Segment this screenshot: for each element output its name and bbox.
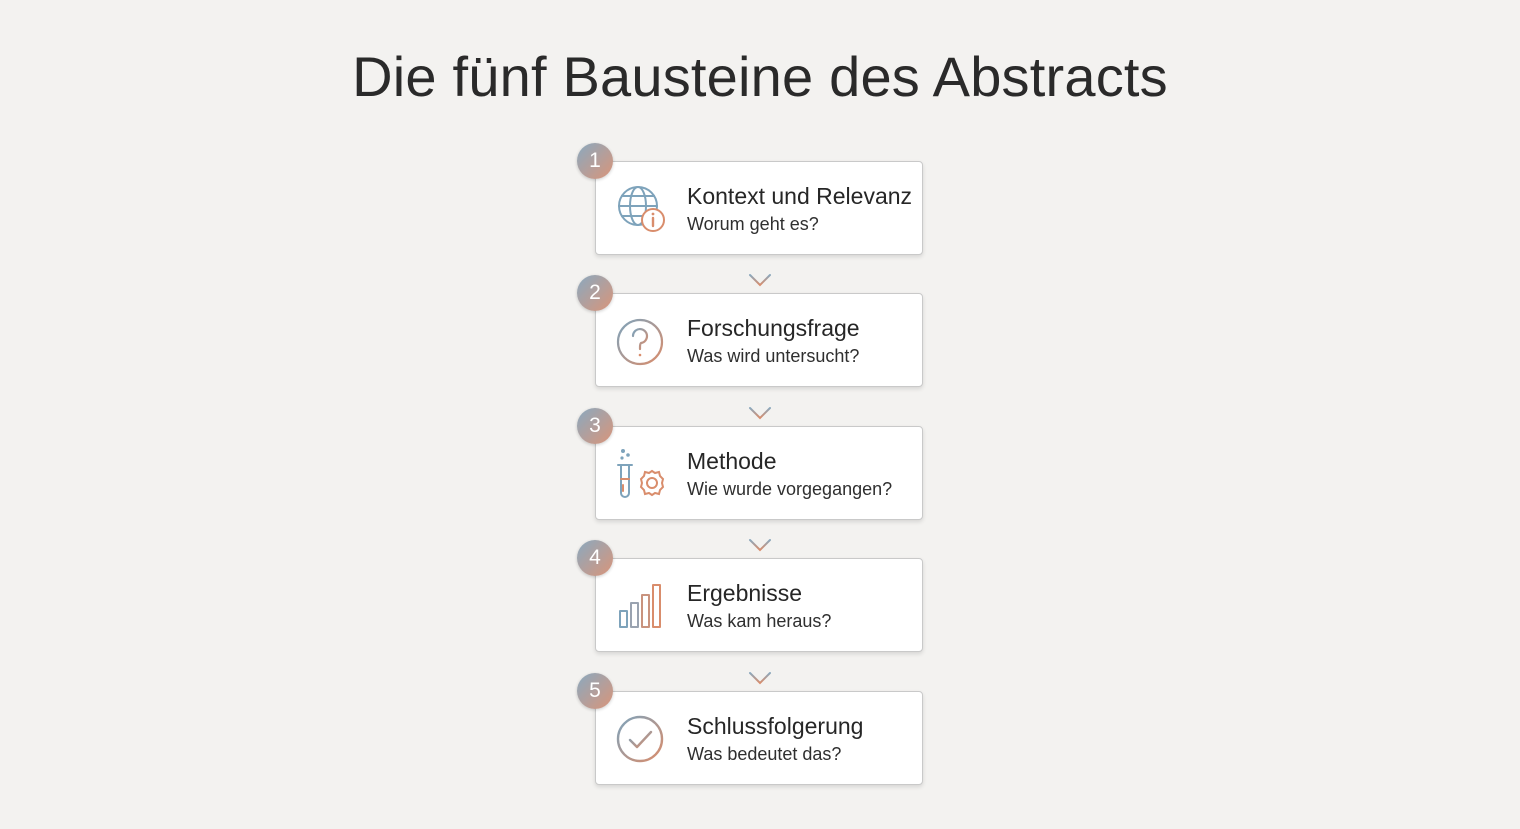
step-card-results: 4 Ergebnisse Was kam heraus? <box>577 540 923 652</box>
step-card-method: 3 Methode Wie wurde vorgegangen? <box>577 408 923 520</box>
step-number-badge: 2 <box>577 275 613 311</box>
test-tube-gear-icon <box>614 447 670 503</box>
step-title: Methode <box>687 448 777 474</box>
down-arrow-icon <box>744 257 776 289</box>
down-arrow-icon <box>744 390 776 422</box>
step-number-badge: 1 <box>577 143 613 179</box>
bar-chart-icon <box>614 579 670 635</box>
step-number-badge: 4 <box>577 540 613 576</box>
step-subtitle: Worum geht es? <box>687 214 819 234</box>
question-icon <box>614 314 670 370</box>
step-card-research-question: 2 Forschungsfrage Was wird untersucht? <box>577 275 923 387</box>
down-arrow-icon <box>744 655 776 687</box>
step-number-badge: 5 <box>577 673 613 709</box>
step-number-badge: 3 <box>577 408 613 444</box>
step-title: Kontext und Relevanz <box>687 183 913 209</box>
step-subtitle: Was kam heraus? <box>687 611 832 631</box>
step-subtitle: Wie wurde vorgegangen? <box>687 479 893 499</box>
step-title: Schlussfolgerung <box>687 713 864 739</box>
checkmark-circle-icon <box>614 712 670 768</box>
step-subtitle: Was wird untersucht? <box>687 346 860 366</box>
step-card-context: 1 Kontext und Relevanz Worum geht es? <box>577 143 923 255</box>
down-arrow-icon <box>744 522 776 554</box>
step-card-conclusion: 5 Schlussfolgerung Was bedeutet das? <box>577 673 923 785</box>
step-title: Forschungsfrage <box>687 315 860 341</box>
globe-info-icon <box>614 182 670 238</box>
page-title: Die fünf Bausteine des Abstracts <box>352 45 1168 108</box>
step-subtitle: Was bedeutet das? <box>687 744 842 764</box>
step-title: Ergebnisse <box>687 580 803 606</box>
